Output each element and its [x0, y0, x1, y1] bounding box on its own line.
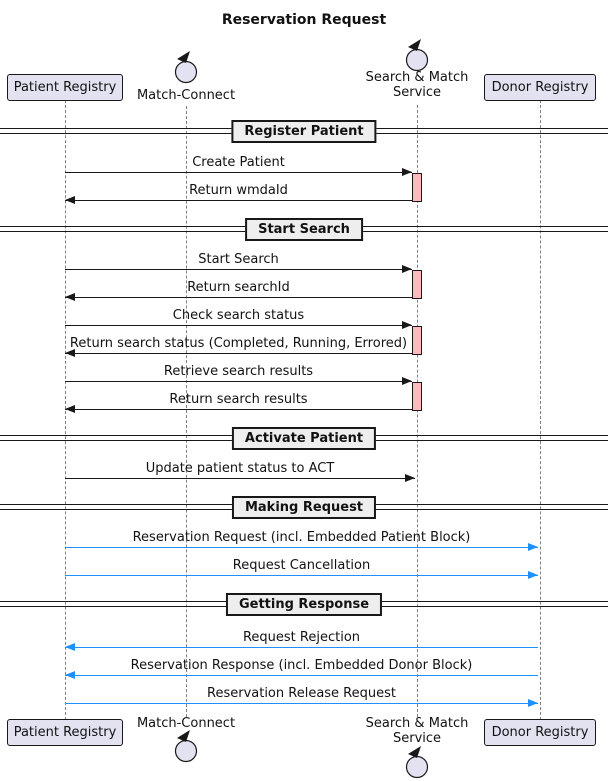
participant-patient-registry-bottom: Patient Registry — [7, 719, 123, 746]
divider-activate-patient: Activate Patient — [231, 427, 377, 450]
message-label: Create Patient — [192, 155, 285, 170]
message-line — [65, 575, 538, 576]
message-line — [65, 547, 538, 548]
message-line — [65, 675, 538, 676]
message-label: Return search status (Completed, Running… — [69, 336, 408, 351]
activation-bar — [412, 382, 422, 411]
message-line — [65, 647, 538, 648]
arrowhead-left-icon — [65, 293, 75, 301]
activation-bar — [412, 270, 422, 299]
message-label: Return searchId — [187, 280, 290, 295]
participant-donor-registry-bottom: Donor Registry — [484, 719, 596, 746]
message-line — [65, 200, 412, 201]
message-label: Reservation Release Request — [207, 686, 396, 701]
message-line — [65, 703, 538, 704]
divider-getting-response: Getting Response — [225, 593, 383, 616]
message-label: Update patient status to ACT — [145, 461, 335, 476]
message-label: Reservation Response (incl. Embedded Don… — [130, 658, 473, 673]
arrowhead-right-icon — [402, 321, 412, 329]
message-line — [65, 409, 412, 410]
message-line — [65, 325, 412, 326]
divider-start-search: Start Search — [245, 218, 363, 241]
arrowhead-right-icon — [402, 377, 412, 385]
participant-search-match-line1: Search & Match — [365, 70, 469, 85]
message-label: Request Cancellation — [232, 558, 371, 573]
arrowhead-right-icon — [402, 265, 412, 273]
message-label: Request Rejection — [242, 630, 361, 645]
arrowhead-right-icon — [402, 168, 412, 176]
message-label: Reservation Request (incl. Embedded Pati… — [132, 530, 471, 545]
control-actor-icon — [174, 730, 198, 763]
arrowhead-left-icon — [65, 405, 75, 413]
arrowhead-right-icon — [528, 543, 538, 551]
control-actor-icon — [405, 746, 429, 779]
arrowhead-left-icon — [65, 643, 75, 651]
message-line — [65, 297, 412, 298]
participant-search-match-top: Search & Match Service — [357, 70, 477, 100]
arrowhead-left-icon — [65, 196, 75, 204]
lifeline-donor-registry — [540, 100, 541, 720]
message-label: Return search results — [169, 392, 308, 407]
arrowhead-right-icon — [528, 571, 538, 579]
message-label: Check search status — [172, 308, 305, 323]
divider-register-patient: Register Patient — [231, 120, 377, 143]
message-label: Start Search — [198, 252, 279, 267]
message-line — [65, 478, 415, 479]
participant-search-match-line1: Search & Match — [365, 716, 469, 731]
divider-making-request: Making Request — [231, 496, 377, 519]
diagram-title: Reservation Request — [221, 12, 387, 28]
arrowhead-right-icon — [528, 699, 538, 707]
message-line — [65, 172, 412, 173]
participant-search-match-line2: Service — [392, 85, 442, 100]
message-line — [65, 353, 412, 354]
message-line — [65, 269, 412, 270]
arrowhead-right-icon — [405, 474, 415, 482]
lifeline-search-match-service — [417, 105, 418, 717]
lifeline-match-connect — [186, 106, 187, 717]
participant-search-match-bottom: Search & Match Service — [357, 716, 477, 746]
participant-donor-registry-top: Donor Registry — [484, 74, 596, 101]
control-actor-icon — [405, 39, 429, 72]
message-line — [65, 381, 412, 382]
participant-match-connect-top: Match-Connect — [136, 88, 236, 103]
participant-patient-registry-top: Patient Registry — [7, 74, 123, 101]
activation-bar — [412, 173, 422, 202]
participant-match-connect-bottom: Match-Connect — [136, 716, 236, 731]
activation-bar — [412, 326, 422, 355]
participant-search-match-line2: Service — [392, 731, 442, 746]
control-actor-icon — [174, 51, 198, 84]
message-label: Return wmdaId — [189, 183, 288, 198]
arrowhead-left-icon — [65, 349, 75, 357]
message-label: Retrieve search results — [163, 364, 314, 379]
arrowhead-left-icon — [65, 671, 75, 679]
